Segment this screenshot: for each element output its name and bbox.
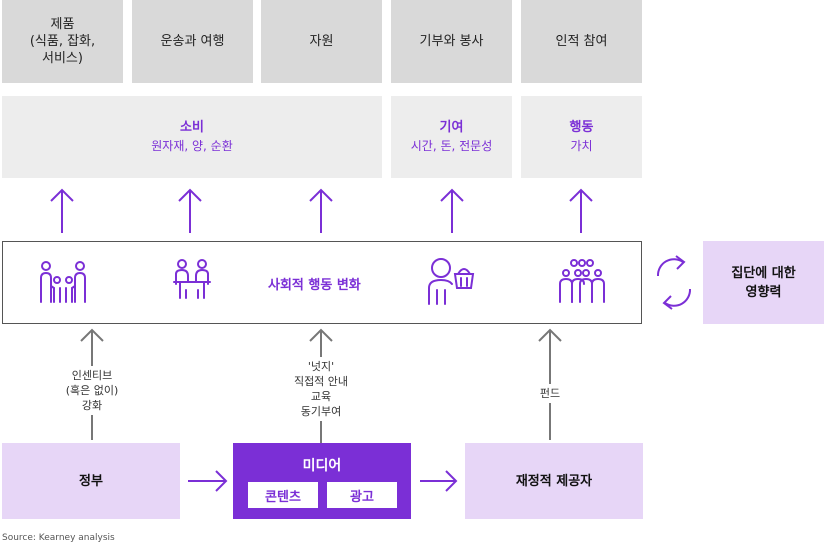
incentive-label: 인센티브 (혹은 없이) 강화 (63, 366, 121, 415)
right-arrow-2 (420, 470, 458, 492)
government-box: 정부 (2, 443, 180, 519)
category-products: 제품 (식품, 잡화, 서비스) (2, 0, 123, 83)
right-arrow-1 (188, 470, 228, 492)
result-contribution-title: 기여 (439, 120, 464, 135)
category-resources: 자원 (261, 0, 382, 83)
result-consumption-sub: 원자재, 양, 순환 (151, 139, 233, 153)
result-contribution: 기여 시간, 돈, 전문성 (391, 96, 512, 178)
person-basket-icon (428, 258, 475, 305)
behavior-change-box (2, 241, 642, 324)
up-arrow-1 (50, 188, 74, 233)
result-action-sub: 가치 (570, 139, 593, 153)
up-arrow-3 (309, 188, 333, 233)
content-chip: 콘텐츠 (248, 482, 318, 508)
result-action: 행동 가치 (521, 96, 642, 178)
result-action-title: 행동 (569, 120, 594, 135)
fund-label: 펀드 (537, 384, 563, 403)
cycle-arrows-icon (656, 255, 692, 310)
category-donation: 기부와 봉사 (391, 0, 512, 83)
up-arrow-5 (569, 188, 593, 233)
media-title: 미디어 (302, 458, 342, 474)
up-arrow-4 (440, 188, 464, 233)
collective-impact-box: 집단에 대한 영향력 (703, 241, 824, 324)
category-participation: 인적 참여 (521, 0, 642, 83)
nudge-label: '넛지' 직접적 안내 교육 동기부여 (291, 357, 351, 421)
category-transport: 운송과 여행 (132, 0, 253, 83)
result-contribution-sub: 시간, 돈, 전문성 (410, 139, 493, 153)
result-consumption-title: 소비 (180, 120, 204, 135)
crowd-icon (559, 259, 605, 303)
ads-chip: 광고 (327, 482, 397, 508)
family-icon (40, 261, 86, 303)
meeting-icon (173, 259, 211, 299)
funders-box: 재정적 제공자 (465, 443, 643, 519)
behavior-change-label: 사회적 행동 변화 (268, 278, 361, 293)
result-consumption: 소비 원자재, 양, 순환 (2, 96, 382, 178)
source-note: Source: Kearney analysis (2, 533, 115, 543)
up-arrow-2 (178, 188, 202, 233)
